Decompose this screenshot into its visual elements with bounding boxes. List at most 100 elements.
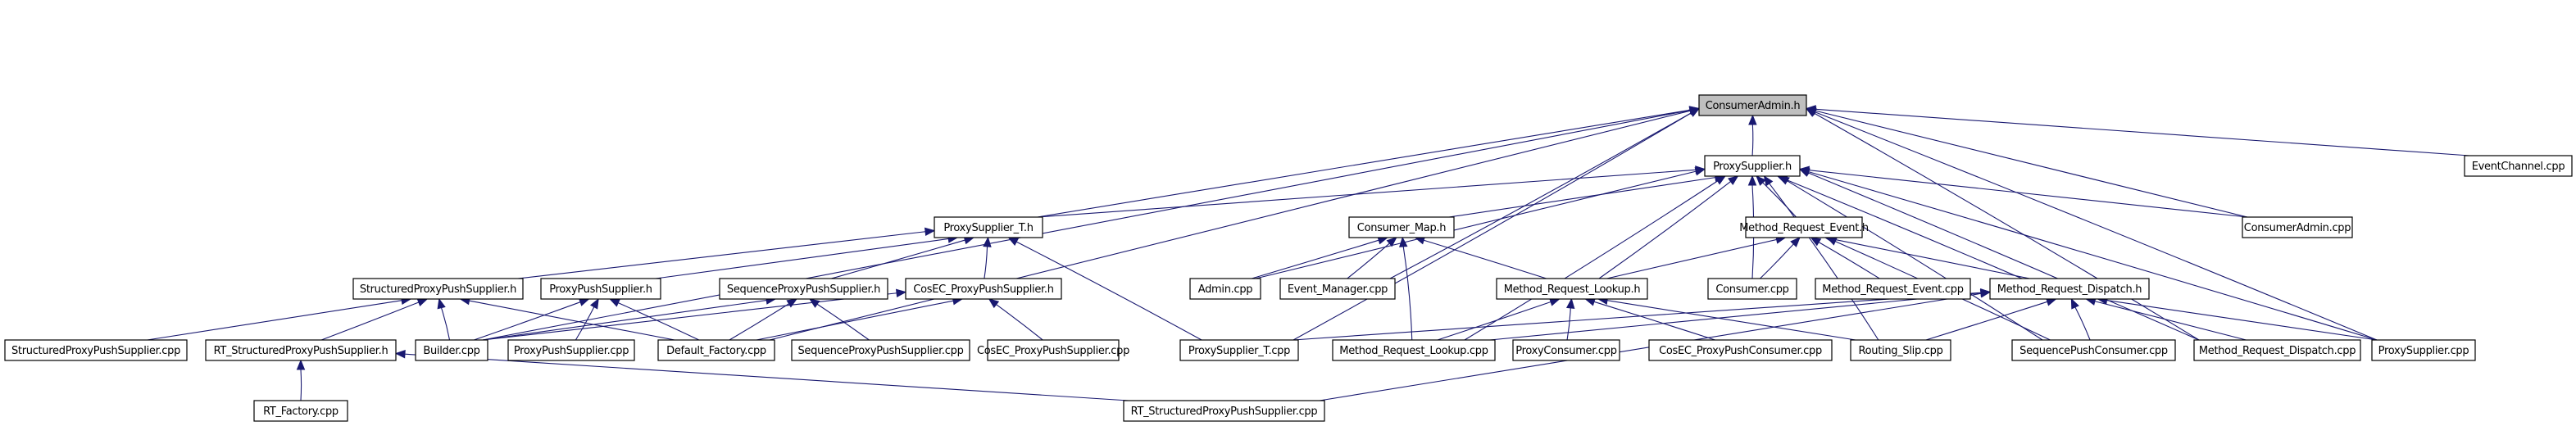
- node-default-factory-cpp[interactable]: Default_Factory.cpp: [657, 339, 775, 361]
- arrowhead-icon: [1826, 237, 1838, 246]
- node-sequence-push-consumer-cpp[interactable]: SequencePushConsumer.cpp: [2011, 339, 2176, 361]
- edge-line: [1037, 109, 1691, 218]
- node-method-request-event-cpp[interactable]: Method_Request_Event.cpp: [1815, 278, 1971, 300]
- node-box[interactable]: [987, 339, 1120, 361]
- node-box[interactable]: [1989, 278, 2150, 300]
- arrowhead-icon: [983, 236, 992, 247]
- edge-consumer-admin-cpp-to-proxy-supplier-h: [1798, 165, 2248, 218]
- node-rt-structured-proxy-push-supplier-h[interactable]: RT_StructuredProxyPushSupplier.h: [205, 339, 397, 361]
- node-label: RT_Factory.cpp: [263, 406, 338, 418]
- node-label: ProxyPushSupplier.h: [549, 283, 652, 296]
- node-consumer-admin-h[interactable]: ConsumerAdmin.h: [1698, 94, 1807, 116]
- node-box[interactable]: [253, 400, 348, 422]
- node-admin-cpp[interactable]: Admin.cpp: [1189, 278, 1261, 300]
- node-consumer-admin-cpp[interactable]: ConsumerAdmin.cpp: [2242, 216, 2353, 238]
- node-box[interactable]: [2011, 339, 2176, 361]
- node-cos-ec-proxy-push-consumer-cpp[interactable]: CosEC_ProxyPushConsumer.cpp: [1648, 339, 1833, 361]
- node-method-request-dispatch-h[interactable]: Method_Request_Dispatch.h: [1989, 278, 2150, 300]
- node-label: ProxySupplier.cpp: [2378, 345, 2469, 357]
- node-box[interactable]: [2371, 339, 2476, 361]
- node-structured-proxy-push-supplier-h[interactable]: StructuredProxyPushSupplier.h: [352, 278, 524, 300]
- arrowhead-icon: [1810, 237, 1822, 247]
- node-box[interactable]: [205, 339, 397, 361]
- node-label: RT_StructuredProxyPushSupplier.cpp: [1131, 406, 1318, 418]
- node-box[interactable]: [1189, 278, 1261, 300]
- edge-line: [1437, 301, 1552, 341]
- edge-line: [517, 231, 926, 279]
- node-sequence-proxy-push-supplier-h[interactable]: SequenceProxyPushSupplier.h: [719, 278, 888, 300]
- node-box[interactable]: [1648, 339, 1833, 361]
- node-event-manager-cpp[interactable]: Event_Manager.cpp: [1279, 278, 1396, 300]
- node-sequence-proxy-push-supplier-cpp[interactable]: SequenceProxyPushSupplier.cpp: [791, 339, 970, 361]
- node-method-request-lookup-h[interactable]: Method_Request_Lookup.h: [1496, 278, 1648, 300]
- node-rt-factory-cpp[interactable]: RT_Factory.cpp: [253, 400, 348, 422]
- node-box[interactable]: [1745, 216, 1863, 238]
- node-box[interactable]: [1496, 278, 1648, 300]
- edge-proxy-supplier-h-to-consumer-admin-h: [1748, 114, 1757, 156]
- node-box[interactable]: [1123, 400, 1325, 422]
- node-proxy-push-supplier-cpp[interactable]: ProxyPushSupplier.cpp: [507, 339, 635, 361]
- node-method-request-event-h[interactable]: Method_Request_Event.h: [1739, 216, 1869, 238]
- arrowhead-icon: [1747, 174, 1757, 186]
- node-box[interactable]: [719, 278, 888, 300]
- node-box[interactable]: [2464, 155, 2573, 177]
- edge-line: [300, 369, 302, 401]
- node-box[interactable]: [791, 339, 970, 361]
- edge-line: [729, 303, 789, 341]
- edge-line: [469, 300, 675, 341]
- arrowhead-icon: [808, 298, 820, 308]
- node-box[interactable]: [1707, 278, 1797, 300]
- node-box[interactable]: [1179, 339, 1299, 361]
- node-label: Routing_Slip.cpp: [1858, 345, 1942, 357]
- arrowhead-icon: [394, 350, 406, 359]
- node-box[interactable]: [1815, 278, 1971, 300]
- node-box[interactable]: [352, 278, 524, 300]
- node-cos-ec-proxy-push-supplier-cpp[interactable]: CosEC_ProxyPushSupplier.cpp: [977, 339, 1129, 361]
- node-box[interactable]: [1512, 339, 1620, 361]
- node-proxy-supplier-t-h[interactable]: ProxySupplier_T.h: [934, 216, 1043, 238]
- edge-admin-cpp-to-consumer-map-h: [1252, 236, 1389, 279]
- node-method-request-lookup-cpp[interactable]: Method_Request_Lookup.cpp: [1332, 339, 1496, 361]
- node-label: Builder.cpp: [423, 345, 479, 357]
- node-method-request-dispatch-cpp[interactable]: Method_Request_Dispatch.cpp: [2193, 339, 2361, 361]
- node-box[interactable]: [934, 216, 1043, 238]
- node-box[interactable]: [1279, 278, 1396, 300]
- node-label: CosEC_ProxyPushConsumer.cpp: [1659, 345, 1822, 357]
- node-box[interactable]: [1348, 216, 1455, 238]
- node-proxy-consumer-cpp[interactable]: ProxyConsumer.cpp: [1512, 339, 1620, 361]
- node-proxy-push-supplier-h[interactable]: ProxyPushSupplier.h: [540, 278, 661, 300]
- node-box[interactable]: [905, 278, 1062, 300]
- arrowhead-icon: [416, 298, 429, 307]
- node-box[interactable]: [1850, 339, 1951, 361]
- node-box[interactable]: [2242, 216, 2353, 238]
- node-proxy-supplier-h[interactable]: ProxySupplier.h: [1704, 155, 1801, 177]
- node-box[interactable]: [657, 339, 775, 361]
- node-consumer-cpp[interactable]: Consumer.cpp: [1707, 278, 1797, 300]
- node-routing-slip-cpp[interactable]: Routing_Slip.cpp: [1850, 339, 1951, 361]
- edge-method-request-dispatch-cpp-to-proxy-supplier-h: [1798, 168, 2200, 341]
- node-label: SequencePushConsumer.cpp: [2019, 345, 2168, 357]
- node-rt-structured-proxy-push-supplier-cpp[interactable]: RT_StructuredProxyPushSupplier.cpp: [1123, 400, 1325, 422]
- node-label: Method_Request_Lookup.h: [1504, 283, 1641, 296]
- node-proxy-supplier-t-cpp[interactable]: ProxySupplier_T.cpp: [1179, 339, 1299, 361]
- node-box[interactable]: [2193, 339, 2361, 361]
- node-cos-ec-proxy-push-supplier-h[interactable]: CosEC_ProxyPushSupplier.h: [905, 278, 1062, 300]
- node-box[interactable]: [507, 339, 635, 361]
- edge-consumer-cpp-to-method-request-event-h: [1760, 237, 1801, 279]
- node-box[interactable]: [540, 278, 661, 300]
- edge-default-factory-cpp-to-proxy-push-supplier-h: [609, 298, 700, 341]
- node-builder-cpp[interactable]: Builder.cpp: [415, 339, 488, 361]
- node-box[interactable]: [1698, 94, 1807, 116]
- node-box[interactable]: [415, 339, 488, 361]
- node-proxy-supplier-cpp[interactable]: ProxySupplier.cpp: [2371, 339, 2476, 361]
- edge-line: [1762, 182, 1797, 218]
- node-event-channel-cpp[interactable]: EventChannel.cpp: [2464, 155, 2573, 177]
- node-box[interactable]: [1704, 155, 1801, 177]
- edge-line: [1423, 239, 1547, 279]
- node-consumer-map-h[interactable]: Consumer_Map.h: [1348, 216, 1455, 238]
- node-box[interactable]: [1332, 339, 1496, 361]
- node-box[interactable]: [4, 339, 188, 361]
- node-structured-proxy-push-supplier-cpp[interactable]: StructuredProxyPushSupplier.cpp: [4, 339, 188, 361]
- edge-line: [2106, 300, 2378, 341]
